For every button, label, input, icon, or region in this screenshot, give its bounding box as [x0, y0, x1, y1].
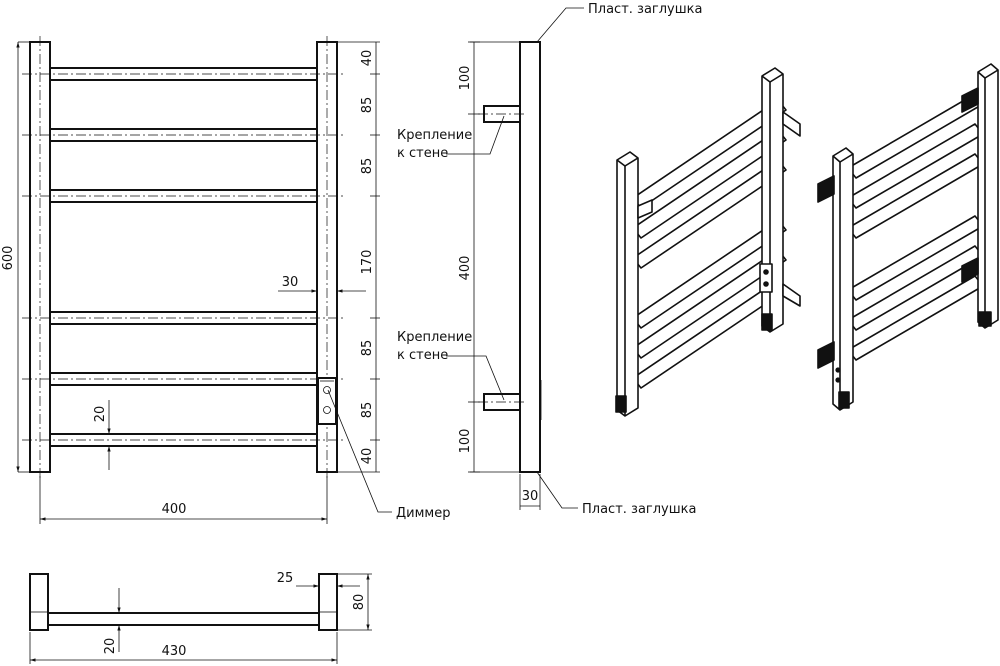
top-rail [47, 612, 320, 626]
spacing-label: 85 [360, 402, 375, 419]
height-dim-label: 600 [1, 246, 16, 271]
top-view: 25 80 20 430 [29, 571, 372, 664]
top-overall-label: 430 [162, 644, 187, 659]
offset-dim-label: 30 [282, 275, 299, 290]
bottom-cap-label: Пласт. заглушка [582, 502, 696, 517]
dimmer [317, 377, 337, 425]
side-post [519, 41, 541, 473]
spacing-label: 85 [360, 97, 375, 114]
width-dim-label: 400 [162, 502, 187, 517]
mount-top-label: Крепление [397, 128, 472, 143]
top-right-post [318, 573, 338, 631]
top-rail-label: 20 [103, 638, 118, 655]
bottom-offset-label: 100 [458, 429, 473, 454]
top-post-label: 25 [277, 571, 294, 586]
towel-rail-iso-front-icon [615, 67, 801, 417]
front-view: Диммер 600 40 85 85 170 85 85 40 3 [1, 36, 450, 524]
spacing-label: 40 [360, 50, 375, 67]
rails [49, 67, 318, 447]
spacing-label: 85 [360, 340, 375, 357]
top-cap-label: Пласт. заглушка [588, 2, 702, 17]
dimmer-label: Диммер [396, 506, 450, 521]
spacing-label: 85 [360, 158, 375, 175]
centerlines [22, 36, 345, 478]
spacing-dimensions: 40 85 85 170 85 85 40 [337, 41, 380, 473]
spacing-label: 40 [360, 448, 375, 465]
rail-dim-label: 20 [93, 406, 108, 423]
mount-spacing-label: 400 [458, 256, 473, 281]
top-depth-label: 80 [352, 594, 367, 611]
spacing-label: 170 [360, 250, 375, 275]
mount-top-label-2: к стене [397, 146, 448, 161]
mount-bottom-label-2: к стене [397, 348, 448, 363]
side-depth-label: 30 [522, 489, 539, 504]
top-offset-label: 100 [458, 66, 473, 91]
side-view: 100 400 100 Пласт. заглушка Пласт. заглу… [397, 2, 702, 517]
top-left-post [29, 573, 49, 631]
towel-rail-iso-back-icon [817, 63, 999, 411]
mount-bottom-label: Крепление [397, 330, 472, 345]
